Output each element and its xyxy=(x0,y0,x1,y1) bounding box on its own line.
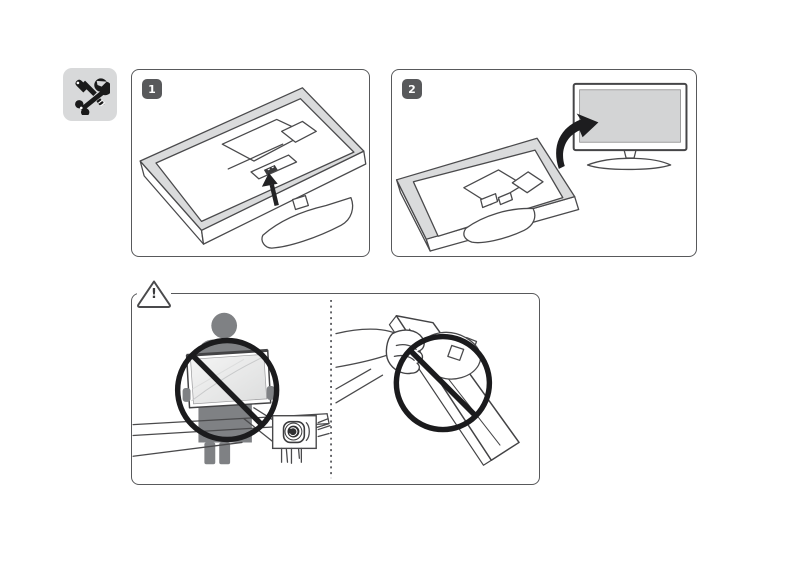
scene-do-not-carry-by-stand xyxy=(335,315,520,466)
step2-number: 2 xyxy=(408,82,416,96)
step1-panel: 1 xyxy=(131,69,370,257)
up-arrow-icon xyxy=(261,172,279,207)
stand-base xyxy=(261,195,354,249)
left-hand xyxy=(182,388,191,402)
caution-panel xyxy=(131,293,540,485)
upright-tv xyxy=(572,82,688,171)
step1-illustration xyxy=(139,87,367,249)
gripping-hand xyxy=(335,328,425,404)
step1-number-badge: 1 xyxy=(142,79,162,99)
tv-screen xyxy=(190,353,268,405)
fingertip-pressing-screen-icon xyxy=(243,407,331,464)
stand-base xyxy=(463,207,536,244)
tools-badge xyxy=(63,68,117,121)
caution-illustrations xyxy=(132,299,520,479)
stand-slot xyxy=(263,164,278,175)
step2-illustration xyxy=(395,82,688,252)
step1-number: 1 xyxy=(148,82,156,96)
right-hand xyxy=(266,386,275,400)
warning-triangle-icon xyxy=(137,280,171,308)
tv-screen xyxy=(579,89,681,143)
step2-panel: 2 xyxy=(391,69,697,257)
tools-icon xyxy=(75,77,110,115)
curved-lift-arrow-icon xyxy=(556,113,599,169)
scene-do-not-press-screen xyxy=(132,312,331,465)
prohibition-icon xyxy=(393,333,493,433)
prohibition-icon xyxy=(174,337,280,443)
step2-number-badge: 2 xyxy=(402,79,422,99)
warning-symbol: ! xyxy=(151,287,157,302)
